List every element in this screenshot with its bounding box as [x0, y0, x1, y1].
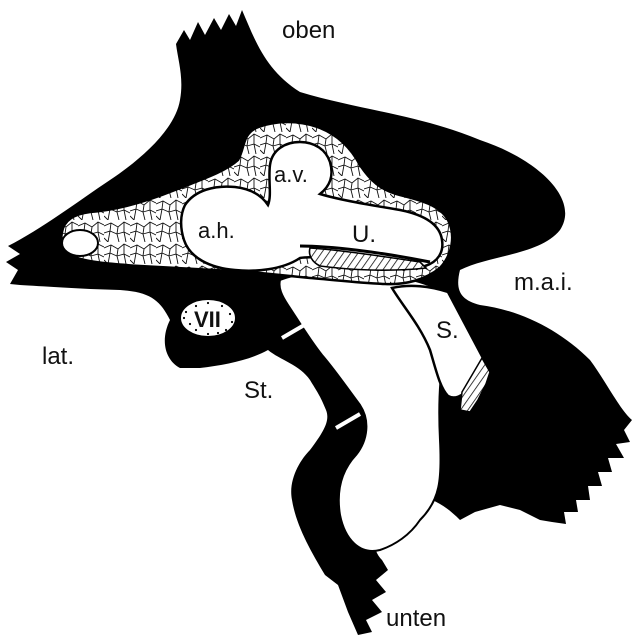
label-u: U. — [352, 221, 376, 248]
label-av: a.v. — [274, 162, 308, 187]
label-vii: VII — [194, 307, 221, 332]
label-unten: unten — [386, 605, 446, 632]
label-s: S. — [436, 317, 459, 344]
label-ah: a.h. — [198, 218, 235, 243]
label-lat: lat. — [42, 343, 74, 370]
label-oben: oben — [282, 17, 335, 44]
left-oval-opening — [62, 230, 98, 256]
label-st: St. — [244, 377, 273, 404]
label-mai: m.a.i. — [514, 269, 573, 296]
